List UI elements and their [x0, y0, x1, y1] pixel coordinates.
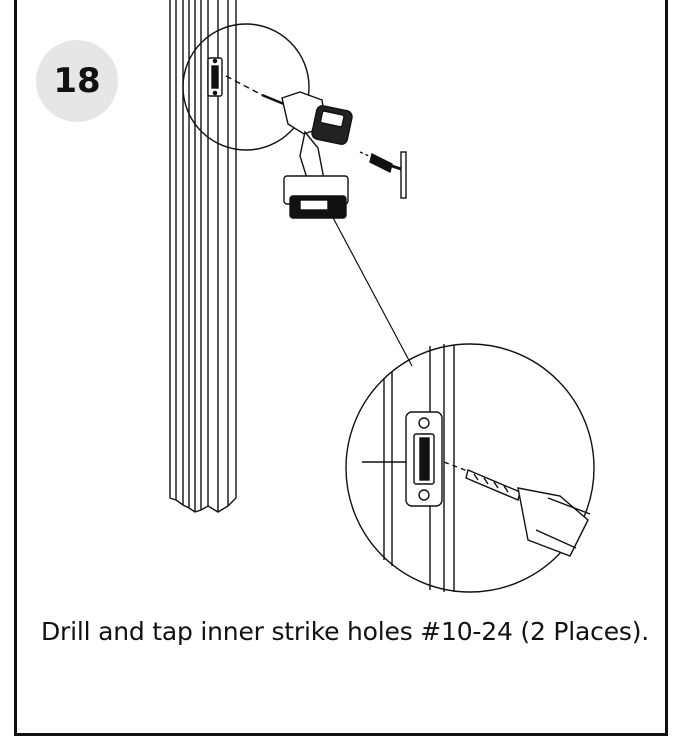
step-badge: 18 [36, 40, 118, 122]
instruction-caption: Drill and tap inner strike holes #10-24 … [40, 617, 649, 646]
lower-detail-circle [345, 343, 595, 593]
strike-plate-small [207, 57, 223, 97]
step-number: 18 [53, 61, 101, 101]
door-frame-profile [169, 0, 237, 513]
detail-leader-line [329, 211, 413, 367]
drill-axis-dashed [225, 75, 263, 96]
power-drill [281, 91, 353, 219]
tap-wrench [359, 151, 407, 199]
upper-detail-circle [182, 23, 310, 151]
drill-bit-closeup [443, 461, 591, 557]
strike-plate-large [405, 411, 443, 507]
assembly-illustration [169, 0, 595, 593]
